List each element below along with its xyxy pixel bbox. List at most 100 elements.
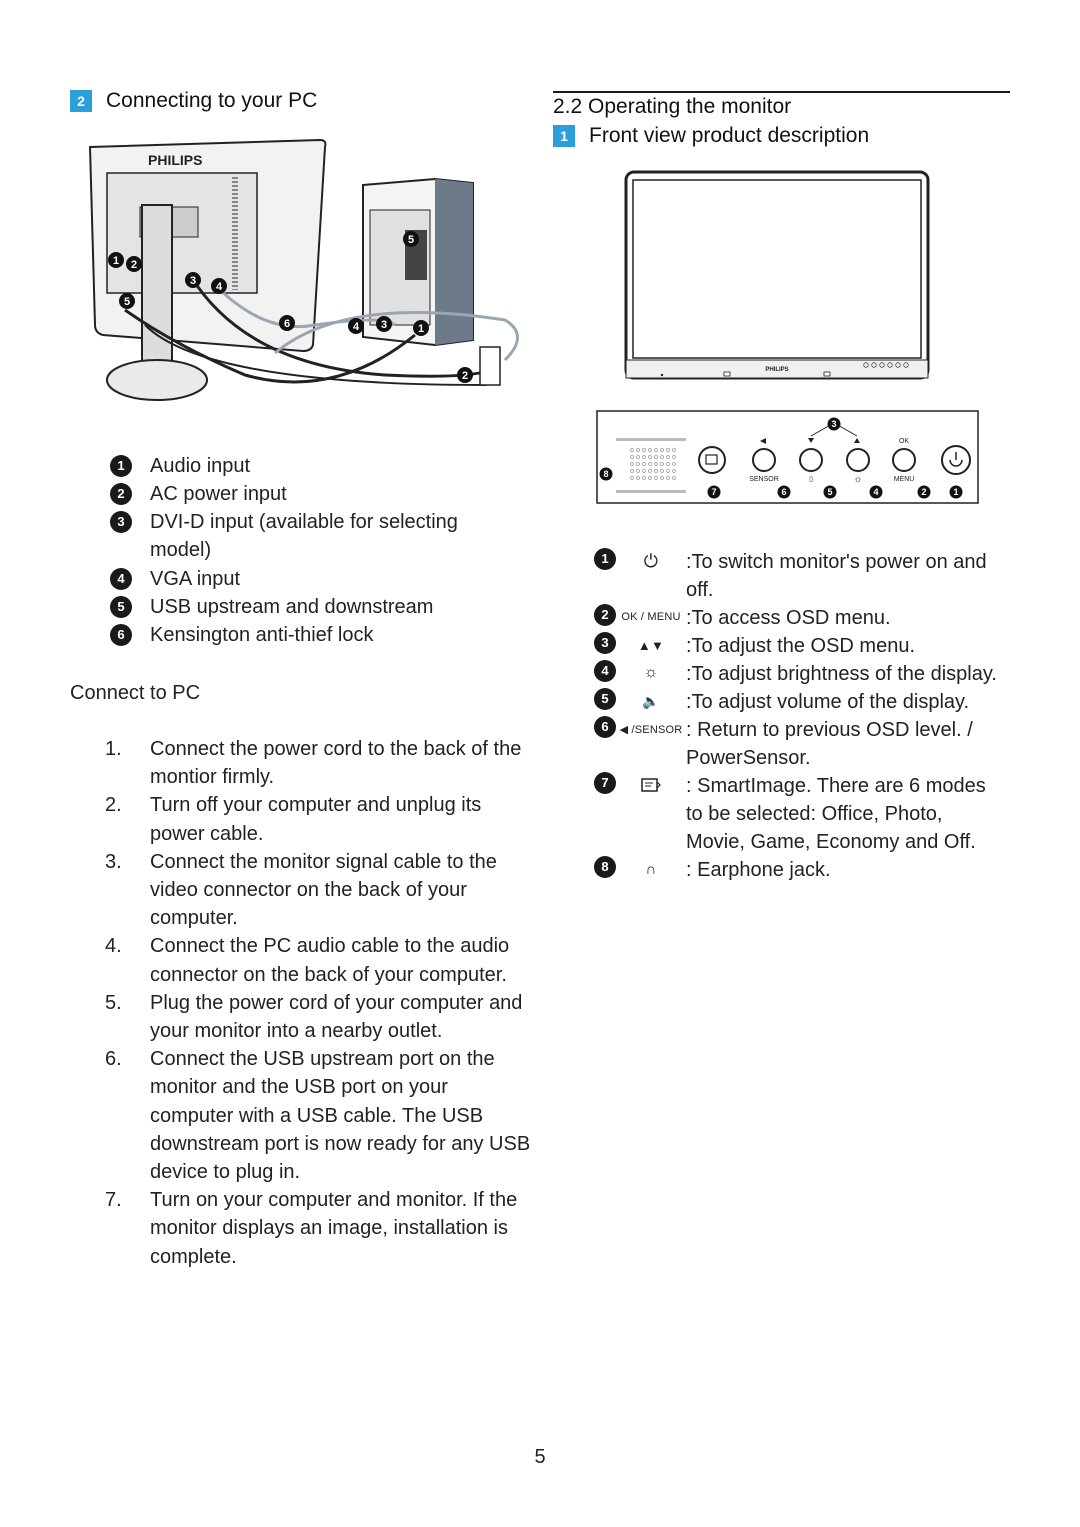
- control-row-volume: 5 🔈 :To adjust volume of the display.: [594, 688, 1006, 716]
- section-heading-connecting: 2 Connecting to your PC: [70, 89, 317, 113]
- legend-item: 3 DVI-D input (available for selecting m…: [110, 511, 480, 564]
- step-item: 1. Connect the power cord to the back of …: [105, 735, 535, 791]
- legend-label: Kensington anti-thief lock: [150, 624, 374, 646]
- diagram-brand: PHILIPS: [148, 152, 202, 168]
- callout-5-pc: 5: [408, 234, 414, 246]
- menu-label: MENU: [894, 476, 915, 483]
- svg-text:▯: ▯: [809, 476, 813, 483]
- subsection-title: Front view product description: [589, 124, 870, 147]
- page-number: 5: [534, 1446, 546, 1468]
- legend-number: 4: [110, 568, 132, 590]
- step-item: 3. Connect the monitor signal cable to th…: [105, 848, 535, 933]
- control-row-ok-menu: 2 OK / MENU :To access OSD menu.: [594, 604, 1006, 632]
- panel-callout-5: 5: [827, 487, 832, 497]
- section-badge: 2: [70, 90, 92, 112]
- control-desc: :To access OSD menu.: [686, 607, 891, 629]
- callout-4-pc: 4: [353, 321, 360, 333]
- volume-icon: 🔈: [642, 692, 660, 709]
- legend-item: 5 USB upstream and downstream: [110, 596, 480, 621]
- control-desc: :To adjust the OSD menu.: [686, 635, 916, 657]
- step-list: 1. Connect the power cord to the back of …: [105, 735, 535, 1271]
- back-sensor-icon: ◀ /SENSOR: [619, 723, 683, 736]
- panel-callout-7: 7: [711, 487, 716, 497]
- legend-item: 4 VGA input: [110, 568, 480, 593]
- control-number: 4: [594, 660, 616, 682]
- subsection-heading-front-view: 1 Front view product description: [553, 124, 869, 148]
- step-text: Plug the power cord of your computer and…: [150, 991, 523, 1043]
- connection-diagram: PHILIPS 1 2 3 4 5 6 5 4 3 1 2: [88, 138, 519, 401]
- legend-item: 6 Kensington anti-thief lock: [110, 624, 480, 649]
- ok-menu-icon: OK / MENU: [621, 611, 681, 623]
- callout-1-pc: 1: [418, 323, 424, 335]
- panel-callout-2: 2: [921, 487, 926, 497]
- control-number: 3: [594, 632, 616, 654]
- section-title: Connecting to your PC: [106, 89, 318, 112]
- sensor-label: SENSOR: [749, 476, 779, 483]
- control-number: 2: [594, 604, 616, 626]
- panel-callout-6: 6: [781, 487, 786, 497]
- legend-label: USB upstream and downstream: [150, 596, 434, 618]
- step-number: 6.: [105, 1048, 122, 1071]
- control-desc: :To adjust brightness of the display.: [686, 663, 997, 685]
- legend-label: Audio input: [150, 455, 251, 477]
- section-rule: [553, 91, 1010, 93]
- monitor-brand: PHILIPS: [765, 367, 788, 373]
- legend-label: DVI-D input (available for selecting mod…: [150, 511, 458, 561]
- control-number: 1: [594, 548, 616, 570]
- callout-2: 2: [131, 259, 137, 271]
- svg-text:☼: ☼: [853, 474, 862, 485]
- step-item: 7.Turn on your computer and monitor. If …: [105, 1186, 535, 1271]
- smartimage-icon: [616, 772, 686, 798]
- control-desc: :To adjust volume of the display.: [686, 691, 970, 713]
- legend-number: 2: [110, 483, 132, 505]
- panel-callout-3: 3: [831, 419, 836, 429]
- brightness-icon: ☼: [643, 664, 659, 681]
- legend-item: 1 Audio input: [110, 455, 480, 480]
- control-row-arrows: 3 ▲▼ :To adjust the OSD menu.: [594, 632, 1006, 660]
- step-number: 1.: [105, 738, 122, 760]
- control-desc: : SmartImage. There are 6 modes to be se…: [686, 775, 986, 853]
- panel-callout-8: 8: [603, 469, 608, 479]
- connect-heading: Connect to PC: [70, 682, 201, 704]
- control-desc: :To switch monitor's power on and off.: [686, 551, 987, 601]
- step-text: Connect the USB upstream port on the mon…: [150, 1048, 531, 1184]
- control-row-back-sensor: 6 ◀ /SENSOR : Return to previous OSD lev…: [594, 716, 1006, 772]
- step-text: Connect the PC audio cable to the audio …: [150, 935, 510, 986]
- step-text: Connect the monitor signal cable to the …: [150, 850, 497, 930]
- power-icon: ⏻: [643, 550, 659, 571]
- control-desc: : Earphone jack.: [686, 859, 831, 881]
- step-number: 4.: [105, 935, 122, 958]
- control-desc: : Return to previous OSD level. / PowerS…: [686, 719, 973, 769]
- control-number: 7: [594, 772, 616, 794]
- panel-callout-1: 1: [953, 487, 958, 497]
- control-panel-closeup: OK SENSOR MENU ▯ ☼ 3 8 7 6 5 4 2 1: [596, 410, 979, 504]
- control-number: 8: [594, 856, 616, 878]
- callout-6: 5: [124, 296, 130, 308]
- step-item: 4. Connect the PC audio cable to the audi…: [105, 932, 535, 988]
- step-number: 3.: [105, 850, 122, 873]
- callout-2-outlet: 2: [462, 370, 468, 382]
- control-row-power: 1 ⏻ :To switch monitor's power on and of…: [594, 548, 1006, 604]
- ok-label: OK: [899, 438, 909, 445]
- monitor-front-illustration: PHILIPS: [624, 170, 930, 380]
- legend-number: 1: [110, 455, 132, 477]
- legend-item: 2 AC power input: [110, 483, 480, 508]
- legend-number: 3: [110, 511, 132, 533]
- callout-4: 4: [216, 281, 223, 293]
- up-down-arrows-icon: ▲▼: [637, 637, 665, 653]
- control-row-brightness: 4 ☼ :To adjust brightness of the display…: [594, 660, 1006, 688]
- callout-1: 1: [113, 255, 119, 267]
- step-item: 6. Connect the USB upstream port on the m…: [105, 1045, 535, 1186]
- step-text: Connect the power cord to the back of th…: [150, 738, 522, 789]
- step-text: Turn on your computer and monitor. If th…: [150, 1189, 518, 1268]
- callout-3: 3: [190, 275, 196, 287]
- legend-label: VGA input: [150, 568, 241, 590]
- subsection-badge: 1: [553, 125, 575, 147]
- callout-3-pc: 3: [381, 319, 387, 331]
- legend-label: AC power input: [150, 483, 287, 505]
- step-number: 5.: [105, 991, 122, 1014]
- panel-callout-4: 4: [873, 487, 878, 497]
- control-row-smartimage: 7 : SmartImage. There are 6 modes to be …: [594, 772, 1006, 856]
- control-row-headphone: 8 ∩ : Earphone jack.: [594, 856, 1006, 884]
- headphone-icon: ∩: [645, 860, 657, 878]
